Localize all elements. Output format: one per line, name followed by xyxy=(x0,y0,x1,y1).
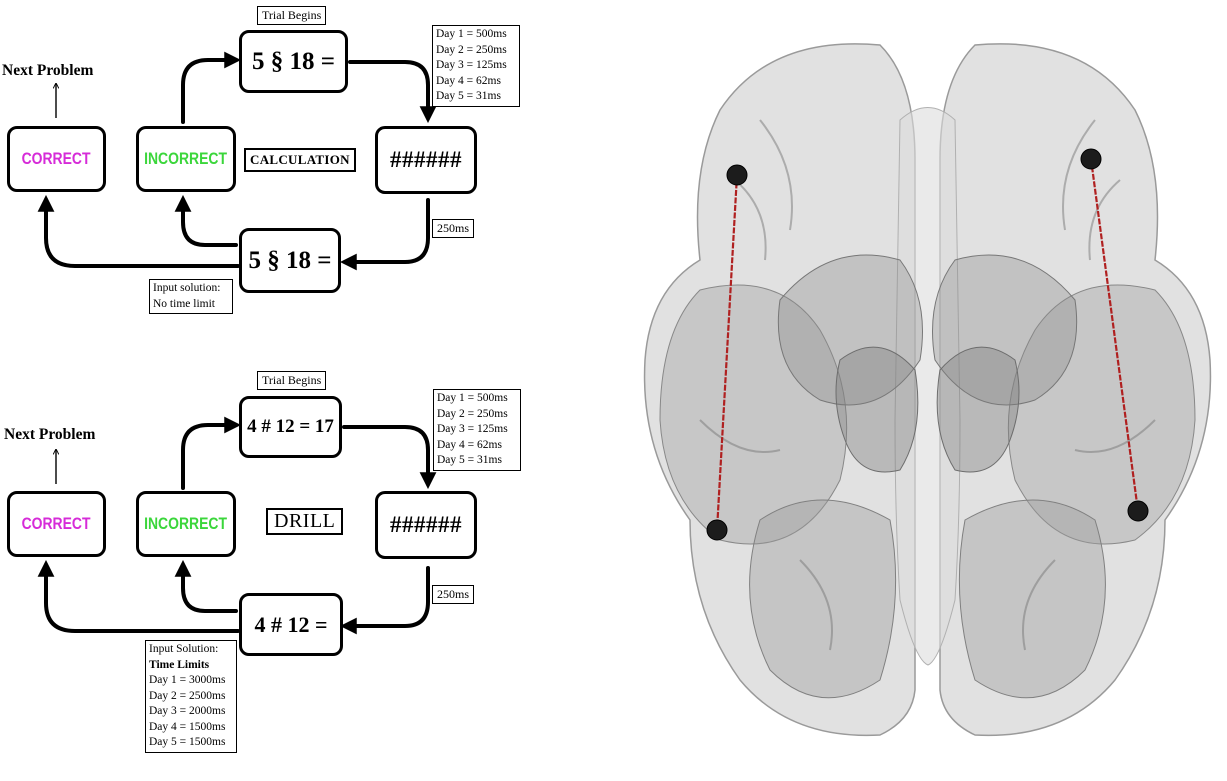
input-time-limits: Input Solution: Time Limits Day 1 = 3000… xyxy=(145,640,237,753)
electrode-left-occipital xyxy=(706,519,728,541)
correct-box: CORRECT xyxy=(7,126,106,192)
next-problem-label: Next Problem xyxy=(2,62,94,79)
mask-delay-label-drill: 250ms xyxy=(432,585,475,604)
flow-arrows xyxy=(37,51,437,635)
duration-item: Day 1 = 500ms xyxy=(436,28,507,40)
duration-item: Day 4 = 62ms xyxy=(436,74,501,87)
arrow-mask-to-answer-drill xyxy=(339,566,430,635)
limit-item: Day 4 = 1500ms xyxy=(149,720,226,733)
duration-item: Day 4 = 62ms xyxy=(437,438,502,451)
incorrect-box-drill: INCORRECT xyxy=(136,491,236,557)
arrow-incorrect-to-trial-drill xyxy=(181,416,242,490)
limit-item: Day 2 = 2500ms xyxy=(149,689,226,702)
mask-box-drill: ###### xyxy=(375,491,477,559)
arrow-mask-to-answer xyxy=(339,198,430,271)
duration-item: Day 5 = 31ms xyxy=(436,90,501,102)
input-note-line: No time limit xyxy=(153,297,215,310)
incorrect-label-drill: INCORRECT xyxy=(144,514,228,533)
stimulus-duration-list-drill: Day 1 = 500ms Day 2 = 250ms Day 3 = 125m… xyxy=(433,389,521,471)
input-note-title: Input Solution: xyxy=(149,643,219,655)
duration-item: Day 1 = 500ms xyxy=(437,392,508,404)
problem-box: 5 § 18 = xyxy=(239,30,348,93)
duration-item: Day 5 = 31ms xyxy=(437,454,502,466)
arrow-answer-to-incorrect-drill xyxy=(174,559,238,613)
arrow-trial-to-mask xyxy=(348,60,437,124)
answer-box: 5 § 18 = xyxy=(239,228,341,293)
mask-box: ###### xyxy=(375,126,477,194)
duration-item: Day 2 = 250ms xyxy=(436,43,507,56)
electrode-right-frontal xyxy=(1080,148,1102,170)
answer-box-drill: 4 # 12 = xyxy=(239,593,343,656)
mode-label-calculation: CALCULATION xyxy=(244,148,356,172)
limit-item: Day 1 = 3000ms xyxy=(149,674,226,686)
duration-item: Day 3 = 125ms xyxy=(437,423,508,435)
duration-item: Day 3 = 125ms xyxy=(436,59,507,71)
limit-item: Day 3 = 2000ms xyxy=(149,705,226,717)
trial-begins-label-drill: Trial Begins xyxy=(257,371,327,390)
electrode-connections xyxy=(715,158,1140,531)
duration-item: Day 2 = 250ms xyxy=(437,407,508,420)
electrode-left-frontal xyxy=(726,164,748,186)
electrodes xyxy=(706,148,1149,541)
arrow-answer-to-correct xyxy=(37,194,240,268)
correct-label: CORRECT xyxy=(22,149,91,168)
correct-box-drill: CORRECT xyxy=(7,491,106,557)
input-note-subtitle: Time Limits xyxy=(149,658,210,671)
left-electrode-line xyxy=(715,174,739,531)
problem-box-drill: 4 # 12 = 17 xyxy=(239,396,342,458)
mask-delay-label: 250ms xyxy=(432,219,475,238)
brain-outline xyxy=(643,43,1212,737)
arrow-trial-to-mask-drill xyxy=(342,425,437,490)
incorrect-box: INCORRECT xyxy=(136,126,236,192)
input-note: Input solution: No time limit xyxy=(149,279,233,314)
trial-begins-label: Trial Begins xyxy=(257,6,327,25)
electrode-right-occipital xyxy=(1127,500,1149,522)
brain-electrode-figure xyxy=(643,43,1212,737)
arrow-answer-to-incorrect xyxy=(174,194,238,247)
right-electrode-line xyxy=(1089,158,1140,512)
input-note-line: Input solution: xyxy=(153,282,221,294)
incorrect-label: INCORRECT xyxy=(144,149,228,168)
arrow-incorrect-to-trial xyxy=(181,51,242,124)
next-problem-label-drill: Next Problem xyxy=(4,426,96,443)
limit-item: Day 5 = 1500ms xyxy=(149,736,226,748)
correct-label-drill: CORRECT xyxy=(22,514,91,533)
stimulus-duration-list: Day 1 = 500ms Day 2 = 250ms Day 3 = 125m… xyxy=(432,25,520,107)
arrow-answer-to-correct-drill xyxy=(37,559,240,633)
mode-label-drill: DRILL xyxy=(266,508,344,535)
